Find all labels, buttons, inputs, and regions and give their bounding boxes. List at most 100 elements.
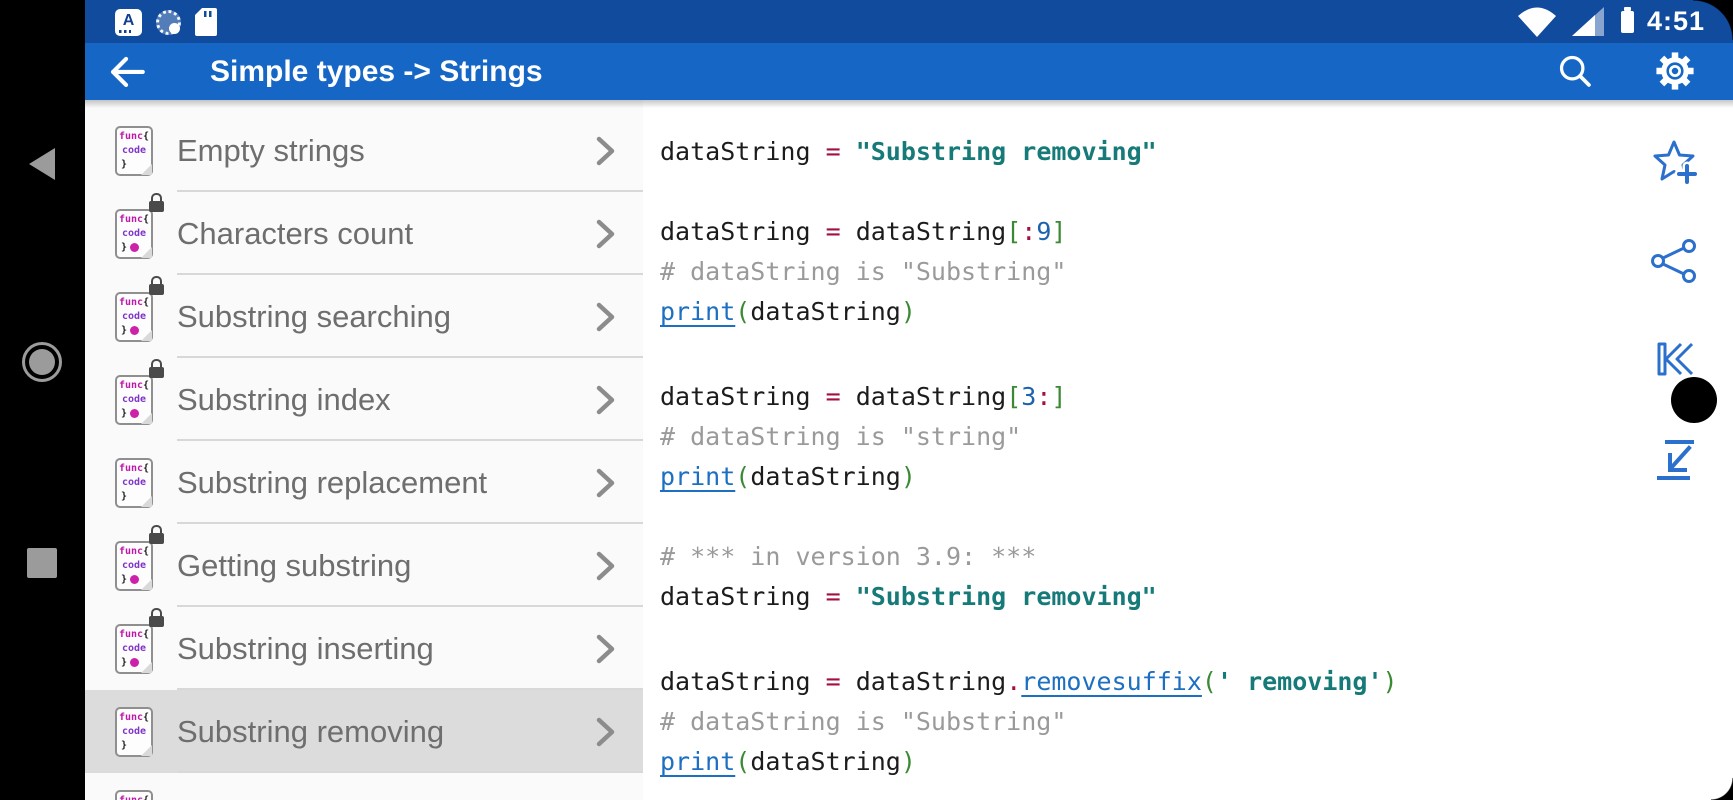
code-token: dataString — [840, 382, 1007, 411]
sidebar-item-substring-removing[interactable]: func{code}Substring removing — [85, 690, 643, 773]
premium-dot — [130, 326, 140, 335]
code-block: dataString = dataString[3:] # dataString … — [660, 377, 1733, 497]
code-line: # dataString is "string" — [660, 417, 1733, 457]
page-fold — [141, 163, 152, 175]
search-icon[interactable] — [1549, 45, 1601, 97]
code-snippet-icon: func{code} — [115, 125, 153, 176]
snippet-icon-line1: func{ — [118, 462, 150, 474]
sidebar-item-substring-inserting[interactable]: func{code}Substring inserting — [85, 607, 643, 690]
android-nav-bar — [0, 0, 85, 800]
code-snippet-icon: func{code} — [115, 457, 153, 508]
code-token: dataString — [840, 217, 1007, 246]
sidebar-item-label: Getting substring — [177, 547, 412, 583]
snippet-icon-line3: } — [121, 490, 128, 502]
screen-corner — [1711, 778, 1733, 800]
sidebar-item-substring-index[interactable]: func{code}Substring index — [85, 358, 643, 441]
code-token: = — [825, 582, 841, 611]
share-icon[interactable] — [1646, 233, 1702, 289]
status-bar: A 4:51 — [85, 0, 1733, 43]
sd-card-icon — [195, 8, 217, 36]
lock-icon — [149, 275, 164, 295]
snippet-icon-line3: } — [117, 241, 151, 255]
chevron-right-icon — [596, 219, 615, 248]
code-line: # *** in version 3.9: *** — [660, 537, 1733, 577]
page-fold — [141, 744, 152, 756]
snippet-icon-line2: code — [121, 144, 147, 156]
lock-icon — [149, 524, 164, 544]
code-line: dataString = dataString[3:] — [660, 377, 1733, 417]
snippet-icon-line3: } — [117, 407, 151, 421]
premium-dot — [130, 243, 140, 252]
code-token: dataString — [750, 297, 901, 326]
nav-recents-button[interactable] — [27, 548, 57, 578]
code-token: = — [825, 217, 841, 246]
snippet-icon-line1: func{ — [118, 545, 150, 557]
floating-overlay-button[interactable] — [1671, 377, 1717, 423]
sidebar-item-substring-replacement[interactable]: func{code} Substring replacement — [85, 441, 643, 524]
first-page-icon[interactable] — [1646, 331, 1702, 387]
page-fold — [141, 661, 152, 673]
code-line: dataString = "Substring removing" — [660, 577, 1733, 617]
sidebar-item-empty-strings[interactable]: func{code}Empty strings — [85, 109, 643, 192]
back-arrow-icon[interactable] — [101, 45, 153, 97]
code-token: : — [1021, 217, 1037, 246]
snippet-icon-line1: func{ — [118, 296, 150, 308]
sidebar-item-label: Substring searching — [177, 298, 451, 334]
code-token: # dataString is "Substring" — [660, 707, 1067, 736]
a-app-icon: A — [115, 8, 142, 36]
chevron-right-icon — [596, 551, 615, 580]
snippet-icon-line3: } — [121, 158, 128, 170]
function-link[interactable]: print — [660, 462, 736, 491]
sidebar-item-getting-substring[interactable]: func{code}Getting substring — [85, 524, 643, 607]
screen-corner — [1693, 0, 1733, 40]
snippet-icon-line2: code — [121, 227, 147, 239]
sidebar-item-label: Substring replacement — [177, 464, 488, 500]
code-viewer: dataString = "Substring removing"dataStr… — [643, 100, 1733, 800]
snippet-icon-line2: code — [121, 310, 147, 322]
code-token: dataString — [660, 582, 826, 611]
code-token: ) — [900, 297, 916, 326]
code-token: . — [1006, 667, 1022, 696]
chevron-right-icon — [596, 468, 615, 497]
code-token: ( — [735, 462, 751, 491]
nav-home-button[interactable] — [22, 342, 62, 382]
sidebar-item-substring-searching[interactable]: func{code}Substring searching — [85, 275, 643, 358]
code-token: = — [825, 382, 841, 411]
sidebar-item-label: Substring removing — [177, 713, 445, 749]
code-token: # dataString is "string" — [660, 422, 1022, 451]
add-favorite-star-icon[interactable] — [1646, 135, 1702, 191]
snippet-icon-line2: code — [121, 559, 147, 571]
chevron-right-icon — [596, 302, 615, 331]
wifi-icon — [1517, 7, 1556, 37]
snippet-icon-line3: } — [121, 739, 128, 751]
code-token: dataString — [660, 667, 826, 696]
code-token — [841, 582, 856, 611]
code-token: ( — [1201, 667, 1217, 696]
function-link[interactable]: print — [660, 747, 736, 776]
code-line: dataString = dataString[:9] — [660, 212, 1733, 252]
sidebar-item-label: Substring index — [177, 381, 391, 417]
app-bar: Simple types -> Strings — [85, 43, 1733, 100]
code-token: 3 — [1021, 382, 1037, 411]
jump-to-start-icon[interactable] — [1646, 431, 1702, 487]
code-token: dataString — [840, 667, 1007, 696]
code-token: = — [825, 137, 841, 166]
sidebar-item[interactable]: func{code} — [85, 773, 643, 800]
page-fold — [141, 246, 152, 258]
snippet-icon-line2: code — [121, 393, 147, 405]
nav-back-button[interactable] — [29, 148, 55, 180]
code-line: dataString = "Substring removing" — [660, 132, 1733, 172]
page-fold — [141, 329, 152, 341]
code-block: dataString = dataString[:9]# dataString … — [660, 212, 1733, 332]
function-link[interactable]: print — [660, 297, 736, 326]
code-line: dataString = dataString.removesuffix(' r… — [660, 662, 1733, 702]
snippet-icon-line2: code — [121, 642, 147, 654]
function-link[interactable]: removesuffix — [1021, 667, 1202, 696]
gear-icon[interactable] — [1649, 45, 1701, 97]
status-right-icons: 4:51 — [1517, 0, 1705, 43]
battery-icon — [1620, 6, 1634, 33]
code-token: : — [1036, 382, 1052, 411]
code-block: # *** in version 3.9: ***dataString = "S… — [660, 537, 1733, 617]
code-snippet-icon: func{code} — [115, 607, 164, 674]
sidebar-item-characters-count[interactable]: func{code}Characters count — [85, 192, 643, 275]
